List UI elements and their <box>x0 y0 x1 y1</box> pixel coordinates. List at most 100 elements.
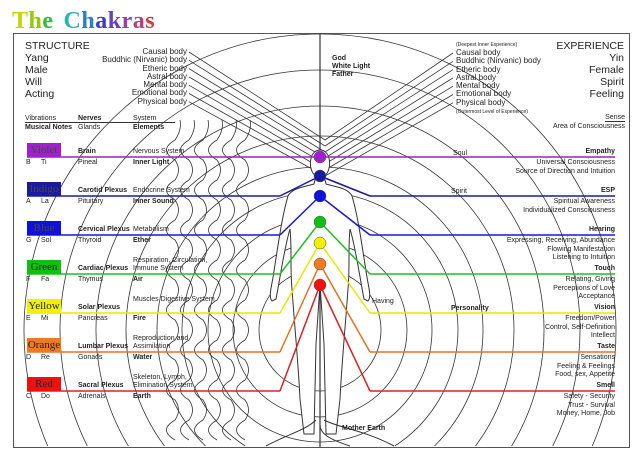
body-layer-label: Astral body <box>146 71 187 81</box>
chakra-color-swatch: Blue <box>27 221 61 235</box>
body-layer-label: Mental body <box>456 81 500 91</box>
gland-label: Pituitary <box>78 198 104 205</box>
contour-line <box>236 119 251 441</box>
sense-label: Hearing <box>588 226 615 233</box>
god-label: God <box>332 55 346 62</box>
experience-heading: EXPERIENCE Yin Female Spirit Feeling <box>556 40 624 100</box>
solfege-note: La <box>41 198 49 205</box>
body-layer-label: Emotional body <box>456 89 512 99</box>
vibrations-header: Vibrations <box>25 115 57 122</box>
system-label: Nervous System <box>133 148 185 155</box>
contour-line <box>208 119 223 441</box>
body-layer-label: Buddhic (Nirvanic) body <box>456 56 541 66</box>
heading-yang: Yang <box>25 52 49 64</box>
heading-experience: EXPERIENCE <box>556 40 624 52</box>
system-label: Metabolism <box>133 226 169 233</box>
sense-label: Smell <box>596 382 615 389</box>
right-body-pointer <box>324 77 454 159</box>
body-layer-label: Physical body <box>456 97 506 107</box>
sense-label: Vision <box>594 304 615 311</box>
chakra-color-swatch: Yellow <box>27 299 61 313</box>
sense-label: Empathy <box>585 148 615 155</box>
chakra-connector-left <box>279 263 321 353</box>
body-layer-label: Etheric body <box>142 63 187 73</box>
chakra-connector-left <box>279 221 321 275</box>
consciousness-area-label: Spiritual Awareness <box>553 198 615 205</box>
contour-line <box>180 119 195 441</box>
chakra-connector-left <box>279 284 321 392</box>
consciousness-area-label: Individualized Consciousness <box>523 206 615 214</box>
consciousness-area-label: Feeling & Feelings <box>557 362 615 370</box>
title-letter: a <box>132 8 146 34</box>
nerve-label: Cervical Plexus <box>78 226 130 233</box>
nerve-label: Cardiac Plexus <box>78 265 129 272</box>
consciousness-area-label: Universal Consciousness <box>536 159 615 166</box>
area-header: Area of Consciousness <box>553 123 625 130</box>
mother-earth-label: Mother Earth <box>342 425 386 432</box>
sense-label: Touch <box>594 265 615 272</box>
column-headers-top: Vibrations Nerves System <box>25 115 175 123</box>
heading-male: Male <box>25 64 48 76</box>
heading-structure: STRUCTURE <box>25 40 90 52</box>
musical-note: F <box>26 276 31 283</box>
gland-label: Thyroid <box>78 237 102 244</box>
heading-acting: Acting <box>25 88 55 100</box>
consciousness-area-label: Safety - Security <box>563 393 615 400</box>
sense-label: ESP <box>600 187 615 194</box>
chakra-dot <box>313 189 327 203</box>
soul-label: Soul <box>453 150 468 157</box>
heading-yin: Yin <box>609 52 624 64</box>
body-layer-label: Physical body <box>137 96 187 106</box>
title-letter: k <box>107 8 122 34</box>
structure-heading: STRUCTURE Yang Male Will Acting <box>25 40 90 100</box>
title-letter: s <box>145 8 156 34</box>
title-letter: h <box>28 8 43 34</box>
element-label: Ether <box>133 237 151 244</box>
chakra-color-swatch: Orange <box>27 338 61 352</box>
deepest-label: (Deepest Inner Experience) <box>456 42 518 48</box>
left-body-pointer <box>188 93 326 171</box>
right-body-pointer <box>324 102 454 177</box>
chakra-color-swatch: Red <box>27 377 61 391</box>
spirit-label: Spirit <box>451 188 467 195</box>
chakra-connector-left <box>279 195 321 236</box>
consciousness-area-label: Listening to Intuition <box>552 254 615 261</box>
heading-will: Will <box>25 76 42 88</box>
having-label: Having <box>372 298 394 305</box>
chakra-dot <box>313 150 327 164</box>
system-label: Endocrine System <box>133 187 190 194</box>
right-body-pointer <box>324 85 454 165</box>
solfege-note: Re <box>41 354 50 361</box>
right-body-pointer <box>324 52 454 141</box>
chakra-connector-left <box>279 175 321 197</box>
element-label: Water <box>133 354 153 361</box>
chakra-connector-right <box>319 242 371 314</box>
title-letter: T <box>12 8 29 34</box>
body-layer-label: Mental body <box>143 80 187 90</box>
solfege-note: Sol <box>41 237 52 244</box>
musical-note: E <box>26 315 31 322</box>
chakra-dot <box>313 236 327 250</box>
consciousness-area-label: Relating, Giving <box>565 276 615 283</box>
musical-note: C <box>26 393 32 400</box>
chakra-connector-right <box>319 175 371 197</box>
heading-female: Female <box>588 64 624 76</box>
consciousness-area-label: Intellect <box>590 332 615 339</box>
chakra-connector-left <box>279 242 321 314</box>
system-label: Reproduction and Assimilation <box>133 335 189 350</box>
contour-line <box>166 119 181 441</box>
notes-header: Musical Notes <box>25 124 73 131</box>
body-layer-label: Causal body <box>456 48 501 57</box>
element-label: Fire <box>133 315 146 322</box>
system-label: Respiration, Circulation, Immune System <box>133 257 208 272</box>
chakra-dot <box>313 278 327 292</box>
nerve-label: Brain <box>78 148 96 155</box>
chakra-connector-right <box>319 263 371 353</box>
solfege-note: Do <box>41 393 50 400</box>
solfege-note: Fa <box>41 276 50 283</box>
body-layer-label: Emotional body <box>131 88 187 98</box>
body-layer-label: Astral body <box>456 72 497 82</box>
